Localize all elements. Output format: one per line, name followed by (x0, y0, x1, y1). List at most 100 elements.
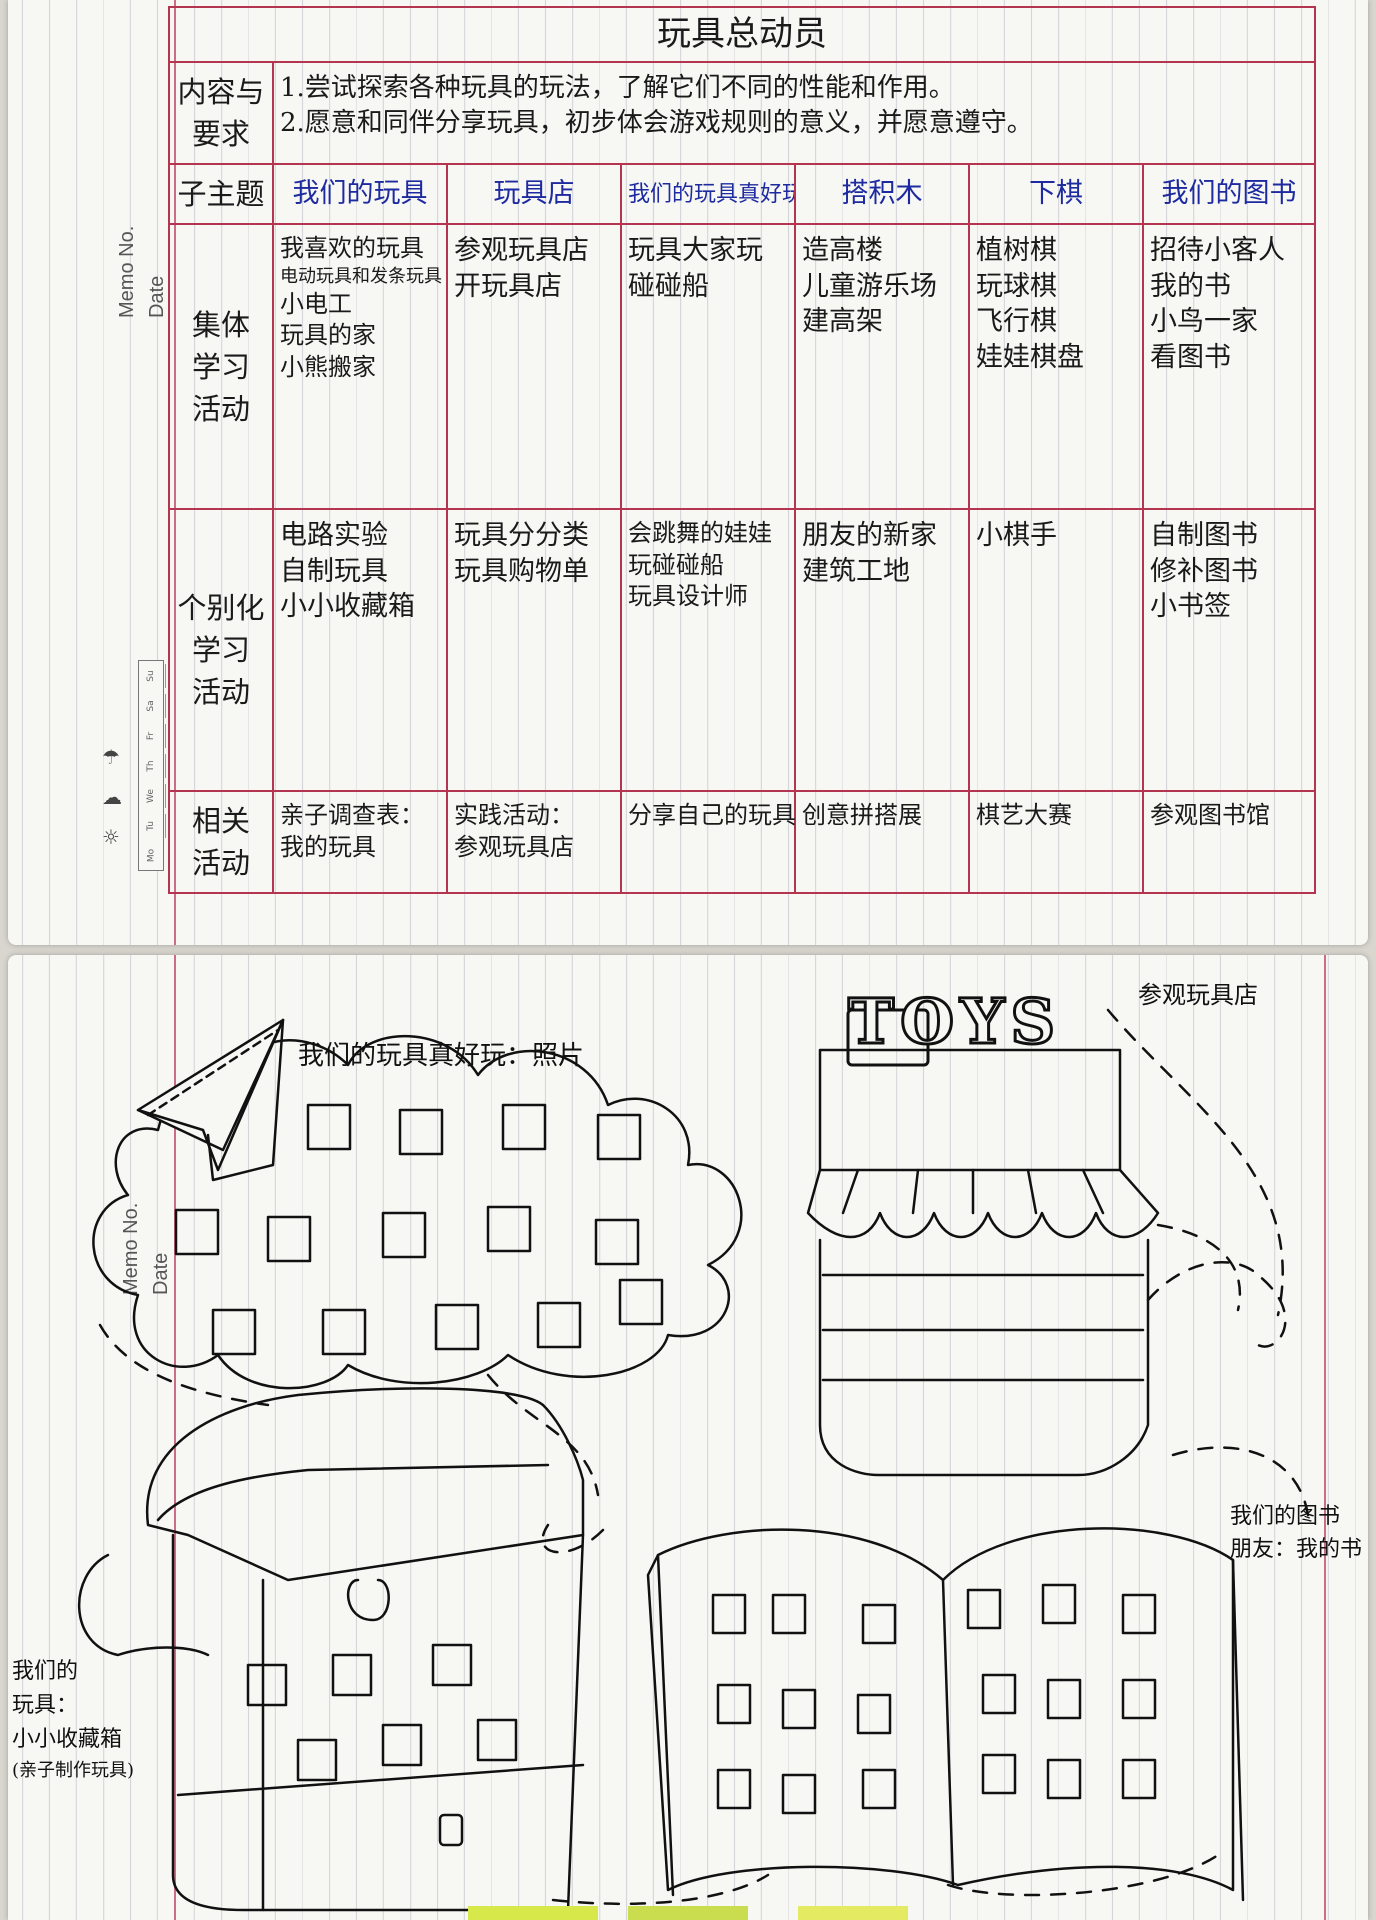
activity-item: 参观图书馆 (1150, 801, 1270, 830)
memo-no-label: Memo No. (116, 225, 138, 318)
weekday-label: Su (136, 664, 166, 688)
book-label-line: 我们的图书 (1230, 1504, 1341, 1529)
subtheme: 下棋 (968, 163, 1144, 226)
goals-head-line: 内容与 (177, 75, 265, 109)
activity-cell: 亲子调查表： 我的玩具 (272, 790, 448, 895)
activity-item: 儿童游乐场 (802, 270, 937, 302)
activity-item: 玩具设计师 (628, 582, 748, 611)
activity-item: 造高楼 (802, 235, 883, 267)
activity-item: 碰碰船 (628, 270, 709, 302)
activity-item: 我的书 (1150, 270, 1231, 302)
activity-item: 参观玩具店 (454, 235, 589, 267)
toys-sign-text: TOYS (846, 984, 1062, 1060)
row-head-group: 个别化 学习 活动 (168, 508, 274, 793)
activity-cell: 会跳舞的娃娃 玩碰碰船 玩具设计师 (620, 508, 796, 793)
activity-item: 招待小客人 (1150, 235, 1285, 267)
cloud-outline (92, 1035, 743, 1390)
activity-cell: 参观玩具店 开玩具店 (446, 223, 622, 511)
activity-item: 会跳舞的娃娃 (628, 519, 772, 548)
sticky-tab (798, 1906, 908, 1920)
doodle-drawing (77, 1008, 1310, 1912)
activity-item: 玩具分分类 (454, 520, 589, 552)
weekday-label: Mo (146, 848, 156, 863)
activity-cell: 玩具分分类 玩具购物单 (446, 508, 622, 793)
activity-item: 我喜欢的玩具 (280, 234, 424, 263)
activity-cell: 电路实验 自制玩具 小小收藏箱 (272, 508, 448, 793)
activity-item: 朋友的新家 (802, 520, 937, 552)
row-head-line: 活动 (191, 675, 250, 710)
activity-item: 小熊搬家 (280, 352, 376, 381)
subtheme-head: 子主题 (168, 163, 274, 226)
activity-item: 玩具的家 (280, 321, 376, 350)
box-label-line: 小小收藏箱 (12, 1727, 123, 1753)
goals-cell: 1.尝试探索各种玩具的玩法，了解它们不同的性能和作用。 2.愿意和同伴分享玩具，… (271, 60, 1317, 166)
activity-item: 实践活动： (454, 801, 574, 830)
photo-frames (174, 1103, 664, 1356)
weather-icons: ☂ ☁ ☼ (102, 745, 122, 865)
activity-item: 亲子调查表： (280, 801, 424, 830)
activity-item: 小鸟一家 (1150, 306, 1258, 338)
activity-item: 电路实验 (280, 520, 388, 552)
box-label-line: 玩具： (12, 1693, 79, 1719)
activity-cell: 创意拼搭展 (794, 790, 970, 895)
cloud-icon: ☁ (102, 785, 122, 809)
activity-item: 我的玩具 (280, 832, 376, 861)
goal-item: 1.尝试探索各种玩具的玩法，了解它们不同的性能和作用。 (280, 73, 955, 103)
book-label: 我们的图书 朋友：我的书 (1230, 1500, 1362, 1566)
box-dashes (486, 1373, 770, 1906)
activity-item: 自制玩具 (280, 555, 388, 587)
subtheme: 搭积木 (794, 163, 970, 226)
activity-item: 玩具购物单 (454, 555, 589, 587)
toys-sign (846, 1008, 930, 1067)
goal-item: 2.愿意和同伴分享玩具，初步体会游戏规则的意义，并愿意遵守。 (280, 108, 1033, 139)
cloud-dashes (98, 1323, 270, 1407)
subtheme: 玩具店 (446, 163, 622, 226)
activity-item: 修补图书 (1150, 555, 1258, 587)
activity-cell: 棋艺大赛 (968, 790, 1144, 895)
activity-item: 分享自己的玩具 (628, 801, 796, 830)
row-head-line: 学习 (191, 633, 250, 668)
activity-cell: 朋友的新家 建筑工地 (794, 508, 970, 793)
sun-icon: ☼ (102, 825, 120, 849)
margin-line (1324, 955, 1326, 1920)
weekday-boxes: Su Sa Fr Th We Tu Mo (136, 660, 166, 871)
row-head-line: 活动 (191, 846, 250, 881)
activity-item: 创意拼搭展 (802, 801, 922, 830)
margin-line (174, 955, 176, 1920)
cloud-label: 我们的玩具真好玩：照片 (298, 1041, 585, 1071)
activity-item: 建高架 (802, 306, 883, 338)
shop-dashes (1106, 1008, 1310, 1517)
activity-cell: 分享自己的玩具 (620, 790, 796, 895)
shop-label: 参观玩具店 (1138, 981, 1258, 1009)
plan-title: 玩具总动员 (167, 6, 1317, 63)
row-head-line: 集体 (191, 307, 250, 342)
activity-cell: 自制图书 修补图书 小书签 (1141, 508, 1317, 793)
book-dashes (946, 1223, 1242, 1897)
weekday-label: Th (136, 754, 166, 778)
box-label: 我们的 玩具： 小小收藏箱 (亲子制作玩具) (12, 1655, 134, 1785)
activity-cell: 玩具大家玩 碰碰船 (620, 223, 796, 511)
toy-shop-drawing (806, 1048, 1160, 1477)
activity-cell: 招待小客人 我的书 小鸟一家 看图书 (1141, 223, 1317, 511)
row-head-line: 活动 (191, 391, 250, 426)
activity-cell: 小棋手 (968, 508, 1144, 793)
book-label-line: 朋友：我的书 (1230, 1537, 1363, 1562)
activity-cell: 植树棋 玩球棋 飞行棋 娃娃棋盘 (968, 223, 1144, 511)
row-head-line: 个别化 (177, 591, 265, 626)
sticky-tab (628, 1906, 748, 1920)
row-head-line: 相关 (191, 804, 250, 839)
paper-plane-drawing (136, 1018, 285, 1182)
activity-item: 玩具大家玩 (628, 235, 763, 267)
activity-cell: 造高楼 儿童游乐场 建高架 (794, 223, 970, 511)
activity-item: 棋艺大赛 (976, 801, 1072, 830)
goals-head-line: 要求 (191, 117, 250, 152)
activity-item: 电动玩具和发条玩具 (280, 265, 442, 287)
subtheme: 我们的图书 (1141, 163, 1317, 226)
activity-cell: 我喜欢的玩具 电动玩具和发条玩具 小电工 玩具的家 小熊搬家 (272, 223, 448, 511)
top-page: Memo No. Date Su Sa Fr Th We Tu Mo ☂ ☁ ☼… (8, 0, 1368, 945)
date-label: Date (146, 275, 168, 318)
theme-plan-table: 玩具总动员 内容与 要求 1.尝试探索各种玩具的玩法，了解它们不同的性能和作用。… (167, 6, 1317, 895)
box-label-line: 我们的 (12, 1659, 79, 1684)
box-label-line: (亲子制作玩具) (12, 1760, 135, 1782)
activity-item: 自制图书 (1150, 520, 1258, 552)
